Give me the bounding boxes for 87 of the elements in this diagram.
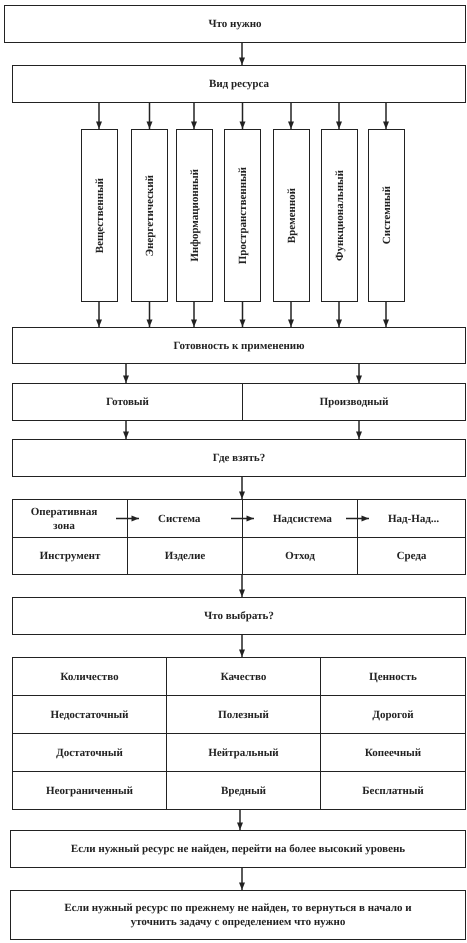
process-box	[131, 129, 168, 302]
option-label: Среда	[396, 549, 426, 563]
arrow	[123, 364, 129, 383]
step-label: Если нужный ресурс не найден, перейти на более высокий уровень	[70, 842, 406, 856]
table-cell	[357, 499, 466, 538]
arrow	[96, 302, 102, 327]
arrow	[123, 421, 129, 439]
option-label: Изделие	[164, 549, 206, 563]
table-cell	[320, 657, 466, 696]
table-cell	[320, 771, 466, 810]
process-box	[176, 129, 213, 302]
option-label: Нейтральный	[208, 746, 279, 760]
arrow	[336, 302, 342, 327]
table-cell	[12, 537, 128, 575]
table-cell	[242, 383, 466, 421]
option-label: Отход	[285, 549, 315, 563]
arrow	[239, 477, 245, 499]
resource-type-label: Пространственный	[236, 166, 250, 264]
option-label: Количество	[60, 670, 119, 684]
option-label: Надсистема	[273, 512, 332, 526]
arrow	[239, 575, 245, 597]
arrow	[239, 868, 245, 890]
option-label: Достаточный	[56, 746, 123, 760]
process-box	[4, 5, 466, 43]
arrow	[191, 302, 197, 327]
arrow	[116, 516, 139, 522]
table-cell	[357, 537, 466, 575]
arrow	[96, 103, 102, 129]
resource-type-label: Вещественный	[92, 178, 106, 254]
arrow	[237, 810, 243, 830]
step-label: Что нужно	[208, 17, 262, 31]
arrow	[191, 103, 197, 129]
process-box	[10, 830, 466, 868]
arrow	[336, 103, 342, 129]
option-label: Дорогой	[372, 708, 414, 722]
process-box	[12, 65, 466, 103]
option-label: Оперативная зона	[30, 504, 98, 532]
arrow	[383, 302, 389, 327]
process-box	[273, 129, 310, 302]
arrow	[240, 302, 246, 327]
process-box	[224, 129, 261, 302]
arrow	[239, 43, 245, 65]
table-cell	[12, 771, 167, 810]
resource-type-label: Функциональный	[332, 170, 346, 261]
arrow	[239, 635, 245, 657]
option-label: Инструмент	[40, 549, 100, 563]
option-label: Готовый	[106, 395, 149, 409]
arrow	[288, 302, 294, 327]
arrow	[383, 103, 389, 129]
option-label: Ценность	[369, 670, 417, 684]
resource-type-label: Информационный	[188, 169, 202, 262]
process-box	[12, 439, 466, 477]
process-box	[12, 327, 466, 364]
arrow	[240, 103, 246, 129]
arrow	[231, 516, 254, 522]
resource-type-label: Системный	[380, 186, 394, 245]
option-label: Качество	[220, 670, 266, 684]
option-label: Система	[158, 512, 200, 526]
option-label: Полезный	[218, 708, 269, 722]
process-box	[10, 890, 466, 940]
arrow	[146, 103, 152, 129]
option-label: Производный	[320, 395, 388, 409]
option-label: Бесплатный	[362, 784, 424, 798]
step-label: Где взять?	[212, 451, 266, 465]
table-cell	[12, 657, 167, 696]
process-box	[321, 129, 358, 302]
arrow	[146, 302, 152, 327]
process-box	[368, 129, 405, 302]
option-label: Неограниченный	[46, 784, 133, 798]
step-label: Вид ресурса	[209, 77, 269, 91]
option-label: Копеечный	[364, 746, 422, 760]
step-label: Что выбрать?	[204, 609, 274, 623]
resource-type-label: Временной	[284, 188, 298, 244]
option-label: Недостаточный	[50, 708, 128, 722]
step-label: Готовность к применению	[173, 338, 305, 352]
option-label: Над-Над...	[388, 512, 440, 526]
arrow	[346, 516, 369, 522]
option-label: Вредный	[220, 784, 266, 798]
resource-type-label: Энергетический	[142, 174, 156, 256]
process-box	[12, 597, 466, 635]
step-label: Если нужный ресурс по прежнему не найден, то вернуться в начало и уточнить задачу с определением что нужно	[63, 901, 413, 929]
process-box	[81, 129, 118, 302]
arrow	[356, 421, 362, 439]
arrow	[356, 364, 362, 383]
table-cell	[12, 499, 128, 538]
arrow	[288, 103, 294, 129]
table-cell	[12, 383, 243, 421]
